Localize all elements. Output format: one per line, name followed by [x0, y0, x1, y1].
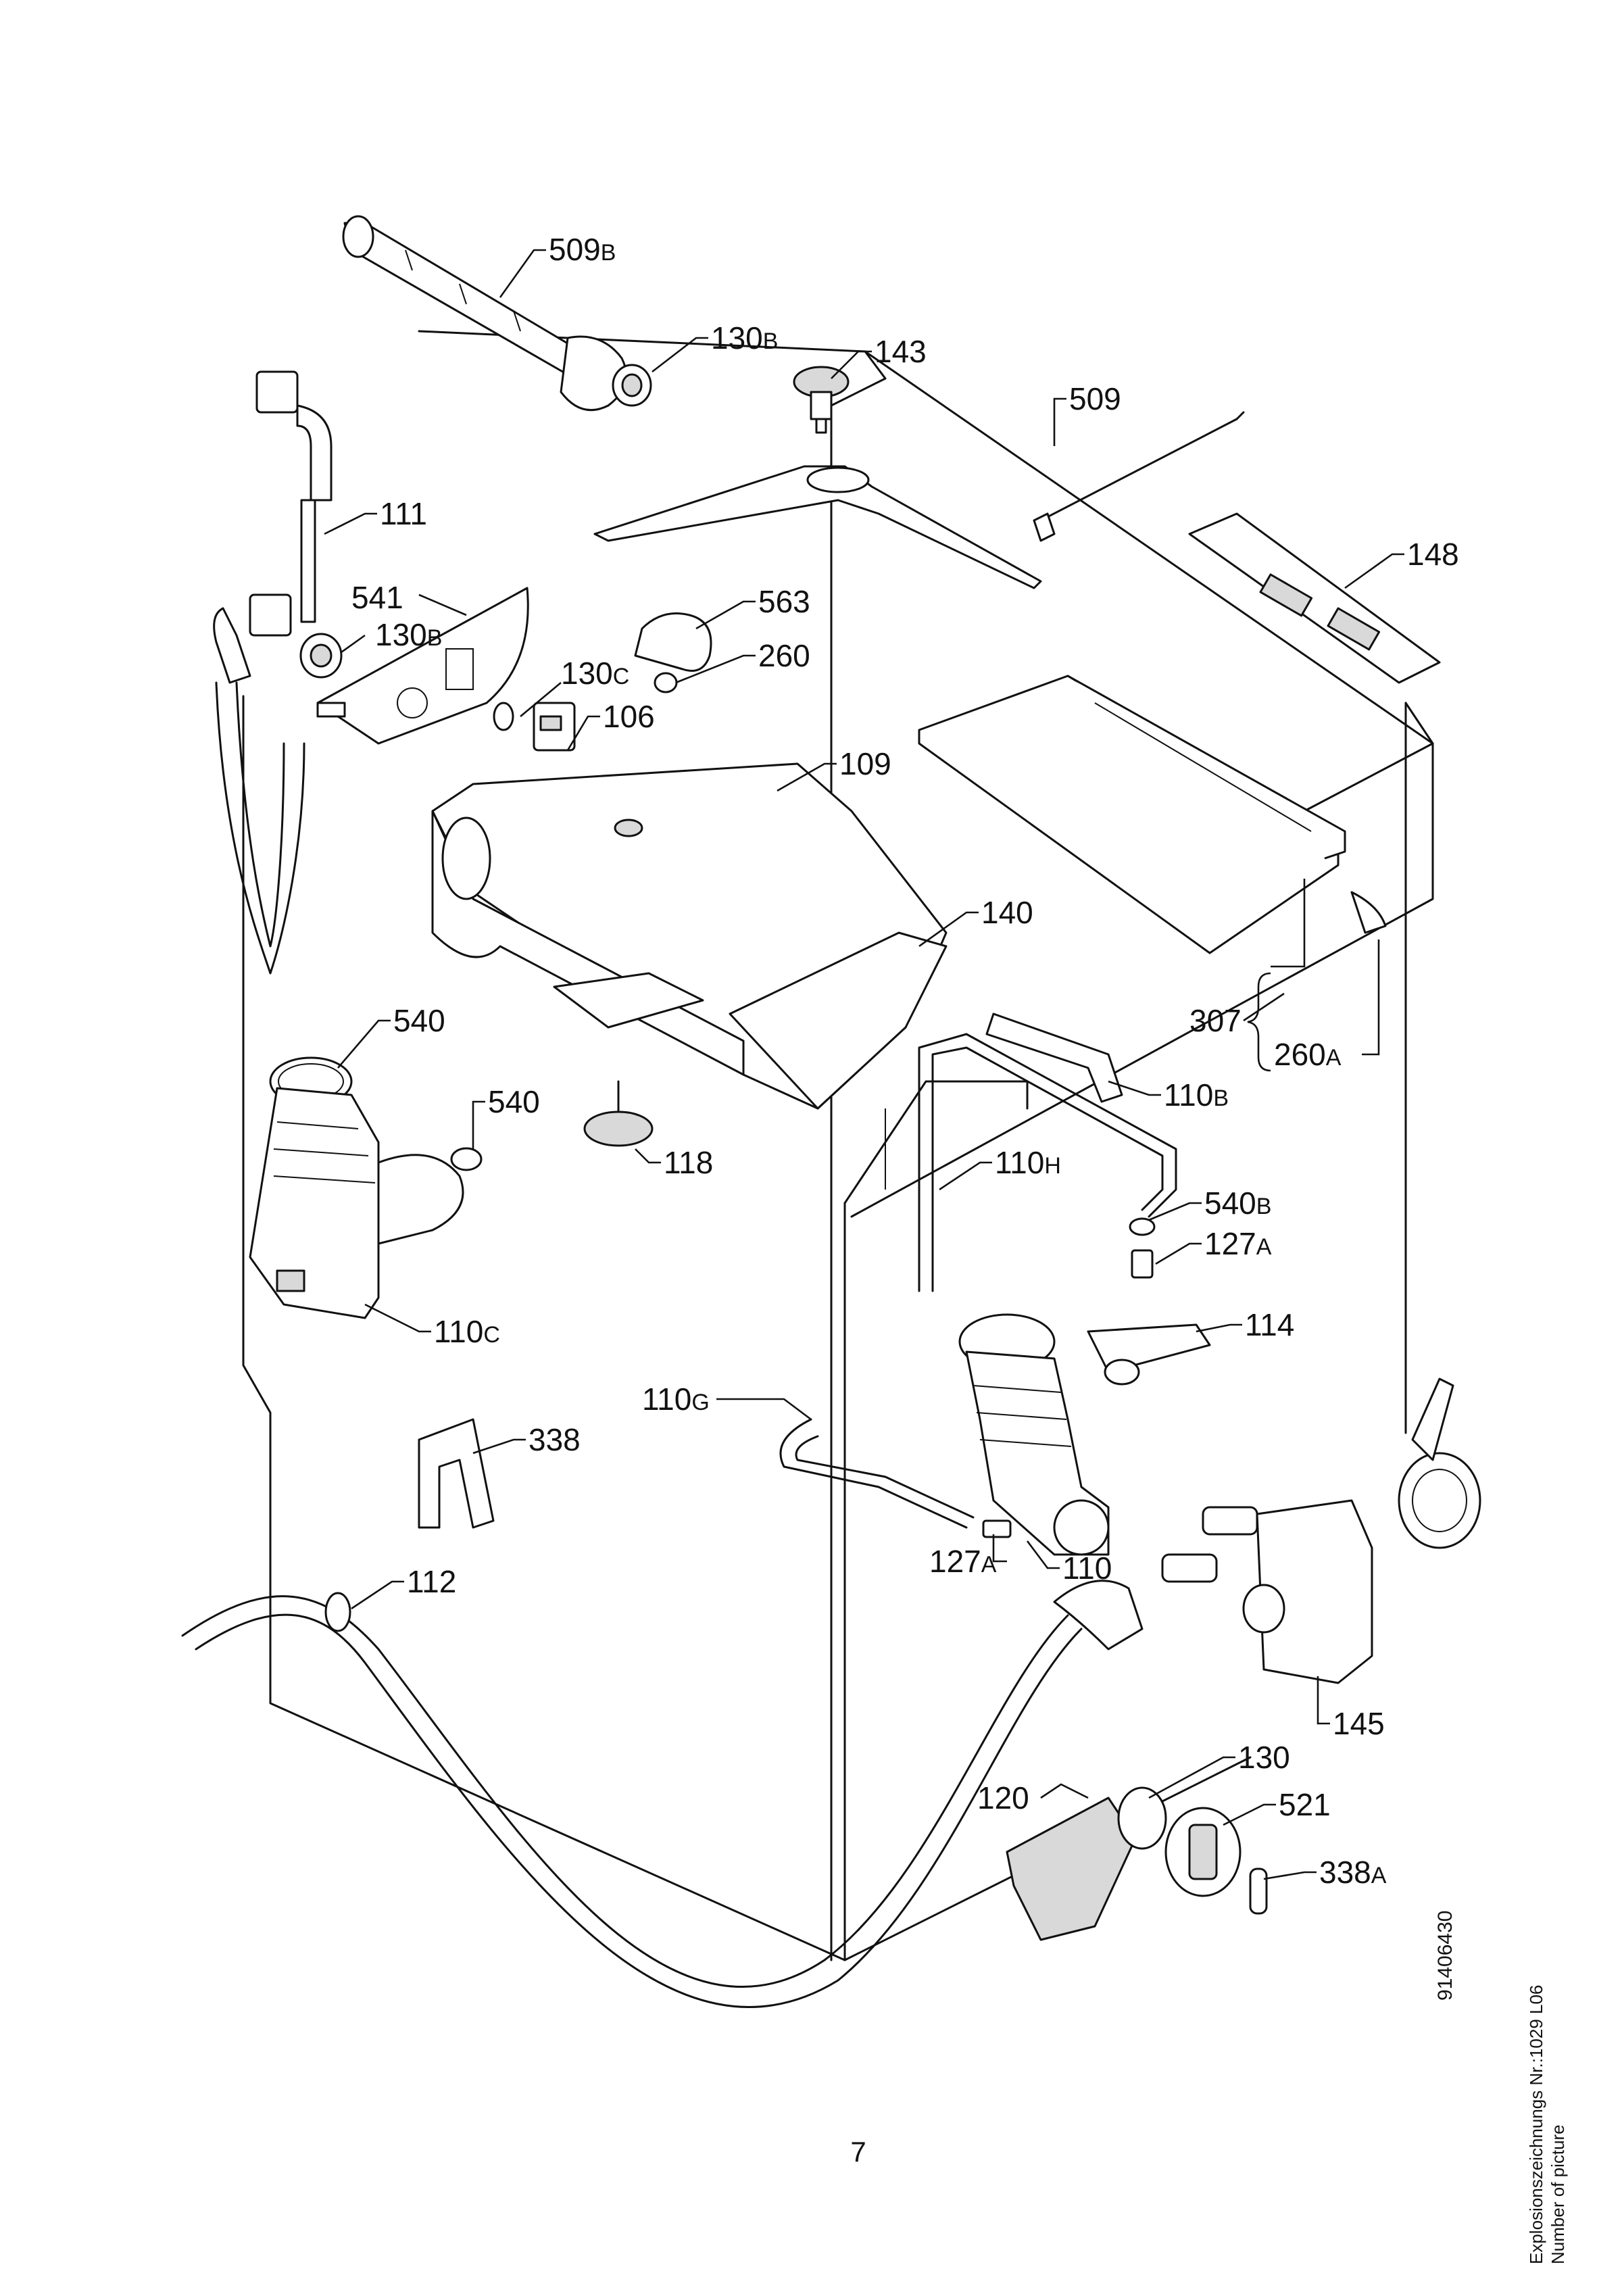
callout-541: 541	[351, 580, 403, 615]
part-110c-sump-hose	[249, 1087, 464, 1319]
callout-106: 106	[603, 699, 655, 734]
callout-110g: 110G	[642, 1382, 710, 1417]
part-106-valve	[533, 702, 576, 752]
part-540-clamp-b	[450, 1147, 483, 1171]
callout-118: 118	[664, 1145, 713, 1180]
part-143-knob	[793, 366, 850, 434]
part-260-spring	[654, 672, 678, 693]
part-120-filter	[1006, 1797, 1137, 1941]
brace-307	[1247, 972, 1271, 1072]
cabinet-frame	[242, 330, 1434, 1961]
callout-112: 112	[407, 1564, 456, 1599]
page-number: 7	[850, 2136, 866, 2168]
part-114-bracket	[1087, 1323, 1211, 1386]
callout-140: 140	[981, 895, 1033, 930]
part-112-drain-hose	[181, 1580, 1144, 2008]
part-130-seal	[1117, 1786, 1167, 1850]
part-118-impeller	[583, 1080, 654, 1147]
part-130b-ring-top	[612, 364, 652, 407]
part-140-dispenser-lid	[729, 931, 948, 1110]
part-130b-ring-mid	[299, 633, 343, 679]
callout-109: 109	[839, 746, 891, 781]
part-509b-inlet-pipe	[342, 215, 628, 412]
callout-111: 111	[380, 496, 427, 531]
callout-130b-top: 130B	[711, 320, 778, 356]
part-long-drain-hose	[213, 593, 305, 975]
part-541-panel	[316, 587, 529, 745]
callout-130c: 130C	[561, 656, 629, 691]
callout-127a-bottom: 127A	[929, 1544, 997, 1579]
part-127a-valve-top	[1131, 1249, 1154, 1279]
callout-127a-top: 127A	[1204, 1226, 1272, 1261]
callout-143: 143	[875, 334, 927, 369]
part-110b-hose	[985, 1012, 1123, 1103]
callout-130: 130	[1238, 1740, 1290, 1775]
callout-148: 148	[1407, 537, 1459, 572]
callout-labels: 509B 130B 143 509 111 148 541 130B 563 1…	[351, 232, 1459, 1890]
part-260a-latch	[1350, 891, 1387, 934]
callout-120: 120	[977, 1780, 1029, 1815]
callout-110c: 110C	[434, 1314, 500, 1349]
callout-114: 114	[1245, 1307, 1294, 1342]
callout-509b: 509B	[549, 232, 616, 267]
callout-110h: 110H	[995, 1145, 1061, 1180]
part-338-clip	[418, 1418, 495, 1529]
callout-540b: 540B	[1204, 1186, 1271, 1221]
part-338a-clip	[1249, 1867, 1268, 1915]
part-130c-spring	[493, 702, 514, 731]
part-110-bellows-hose	[958, 1313, 1110, 1556]
callout-130b-mid: 130B	[375, 617, 442, 652]
part-127a-valve-bottom	[982, 1519, 1012, 1538]
callout-307: 307	[1189, 1003, 1242, 1038]
callout-110: 110	[1062, 1550, 1112, 1586]
part-563-cam	[634, 612, 712, 672]
picture-code: 91406430	[1434, 1910, 1456, 2001]
callout-338: 338	[529, 1422, 581, 1457]
part-detergent-drawer	[918, 675, 1346, 954]
part-110h-pipe	[918, 1033, 1177, 1292]
callout-540-a: 540	[393, 1003, 445, 1038]
footer-drawing-number: Explosionszeichnungs Nr.:1029 L06	[1526, 1984, 1546, 2264]
part-521-cap	[1164, 1807, 1242, 1897]
callout-563: 563	[758, 584, 810, 619]
part-148-drawer-handle	[1188, 512, 1441, 684]
part-110g-hose	[779, 1418, 975, 1529]
leader-lines	[324, 249, 1404, 1880]
footer-number-of-picture: Number of picture	[1548, 2124, 1568, 2264]
callout-509: 509	[1069, 381, 1121, 416]
part-509-bracket	[593, 411, 1245, 589]
callout-260a: 260A	[1274, 1037, 1342, 1072]
callout-110b: 110B	[1164, 1077, 1229, 1113]
part-111-inlet-hose	[255, 370, 333, 623]
callout-540-b: 540	[488, 1084, 540, 1119]
callout-338a: 338A	[1319, 1855, 1387, 1890]
part-145-pump	[1161, 1377, 1481, 1684]
callout-145: 145	[1333, 1706, 1385, 1741]
callout-260: 260	[758, 638, 810, 673]
part-540b-clip	[1129, 1217, 1156, 1236]
callout-521: 521	[1279, 1787, 1331, 1822]
